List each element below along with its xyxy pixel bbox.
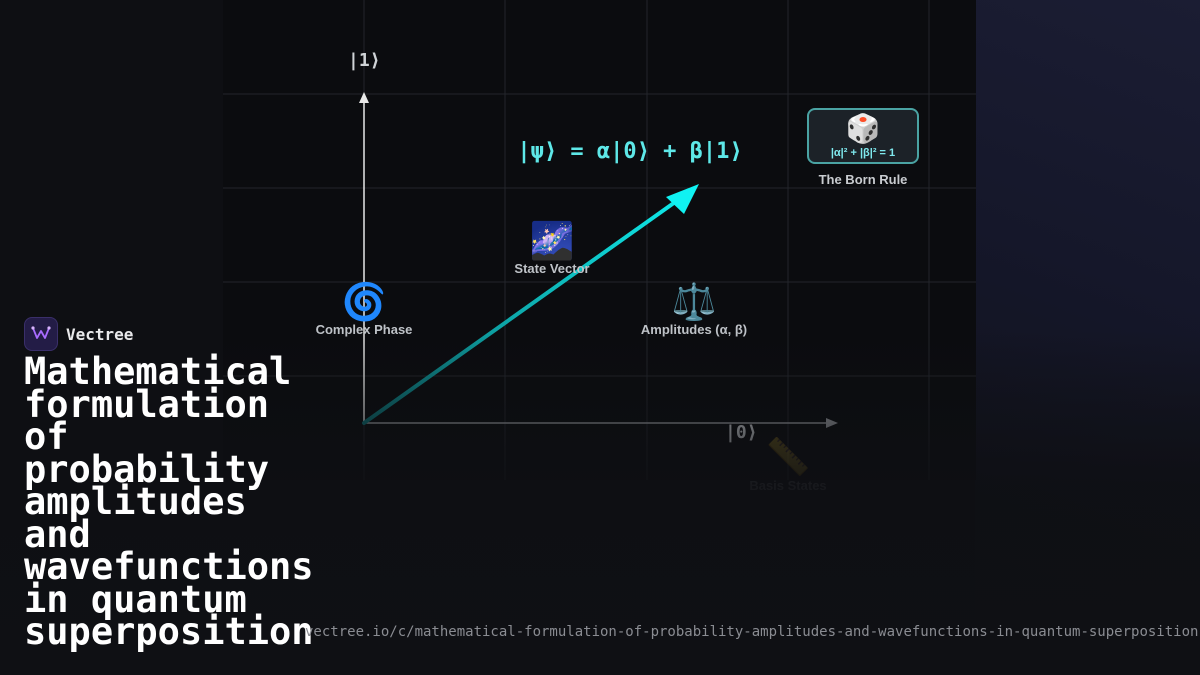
page-title: Mathematical formulation of probability … bbox=[24, 350, 314, 653]
state-vector-label: State Vector bbox=[514, 261, 590, 276]
spiral-icon: 🌀 bbox=[341, 282, 387, 323]
y-axis-label: |1⟩ bbox=[348, 50, 381, 71]
born-rule-box: 🎲 |α|² + |β|² = 1 bbox=[807, 108, 919, 164]
amplitudes-label: Amplitudes (α, β) bbox=[640, 322, 748, 337]
superposition-equation: |ψ⟩ = α|0⟩ + β|1⟩ bbox=[517, 139, 743, 164]
basis-states-label: Basis States bbox=[749, 478, 827, 493]
ruler-icon: 📏 bbox=[765, 437, 811, 478]
galaxy-icon: 🌌 bbox=[529, 221, 575, 262]
born-rule-formula: |α|² + |β|² = 1 bbox=[830, 147, 896, 159]
page-url: vectree.io/c/mathematical-formulation-of… bbox=[305, 624, 1199, 640]
state-vector-arrowhead bbox=[666, 184, 699, 214]
y-axis-arrowhead bbox=[359, 92, 369, 103]
brand-name: Vectree bbox=[66, 324, 134, 344]
brand: Vectree bbox=[24, 317, 133, 351]
balance-scale-icon: ⚖️ bbox=[671, 282, 717, 323]
vectree-logo-icon bbox=[24, 317, 58, 351]
x-axis-arrowhead bbox=[826, 418, 838, 428]
state-vector-line bbox=[362, 198, 680, 425]
grid bbox=[223, 0, 976, 480]
born-rule-label: The Born Rule bbox=[818, 172, 908, 187]
complex-phase-label: Complex Phase bbox=[315, 322, 413, 337]
dice-icon: 🎲 bbox=[845, 112, 881, 145]
x-axis-label: |0⟩ bbox=[725, 422, 758, 443]
